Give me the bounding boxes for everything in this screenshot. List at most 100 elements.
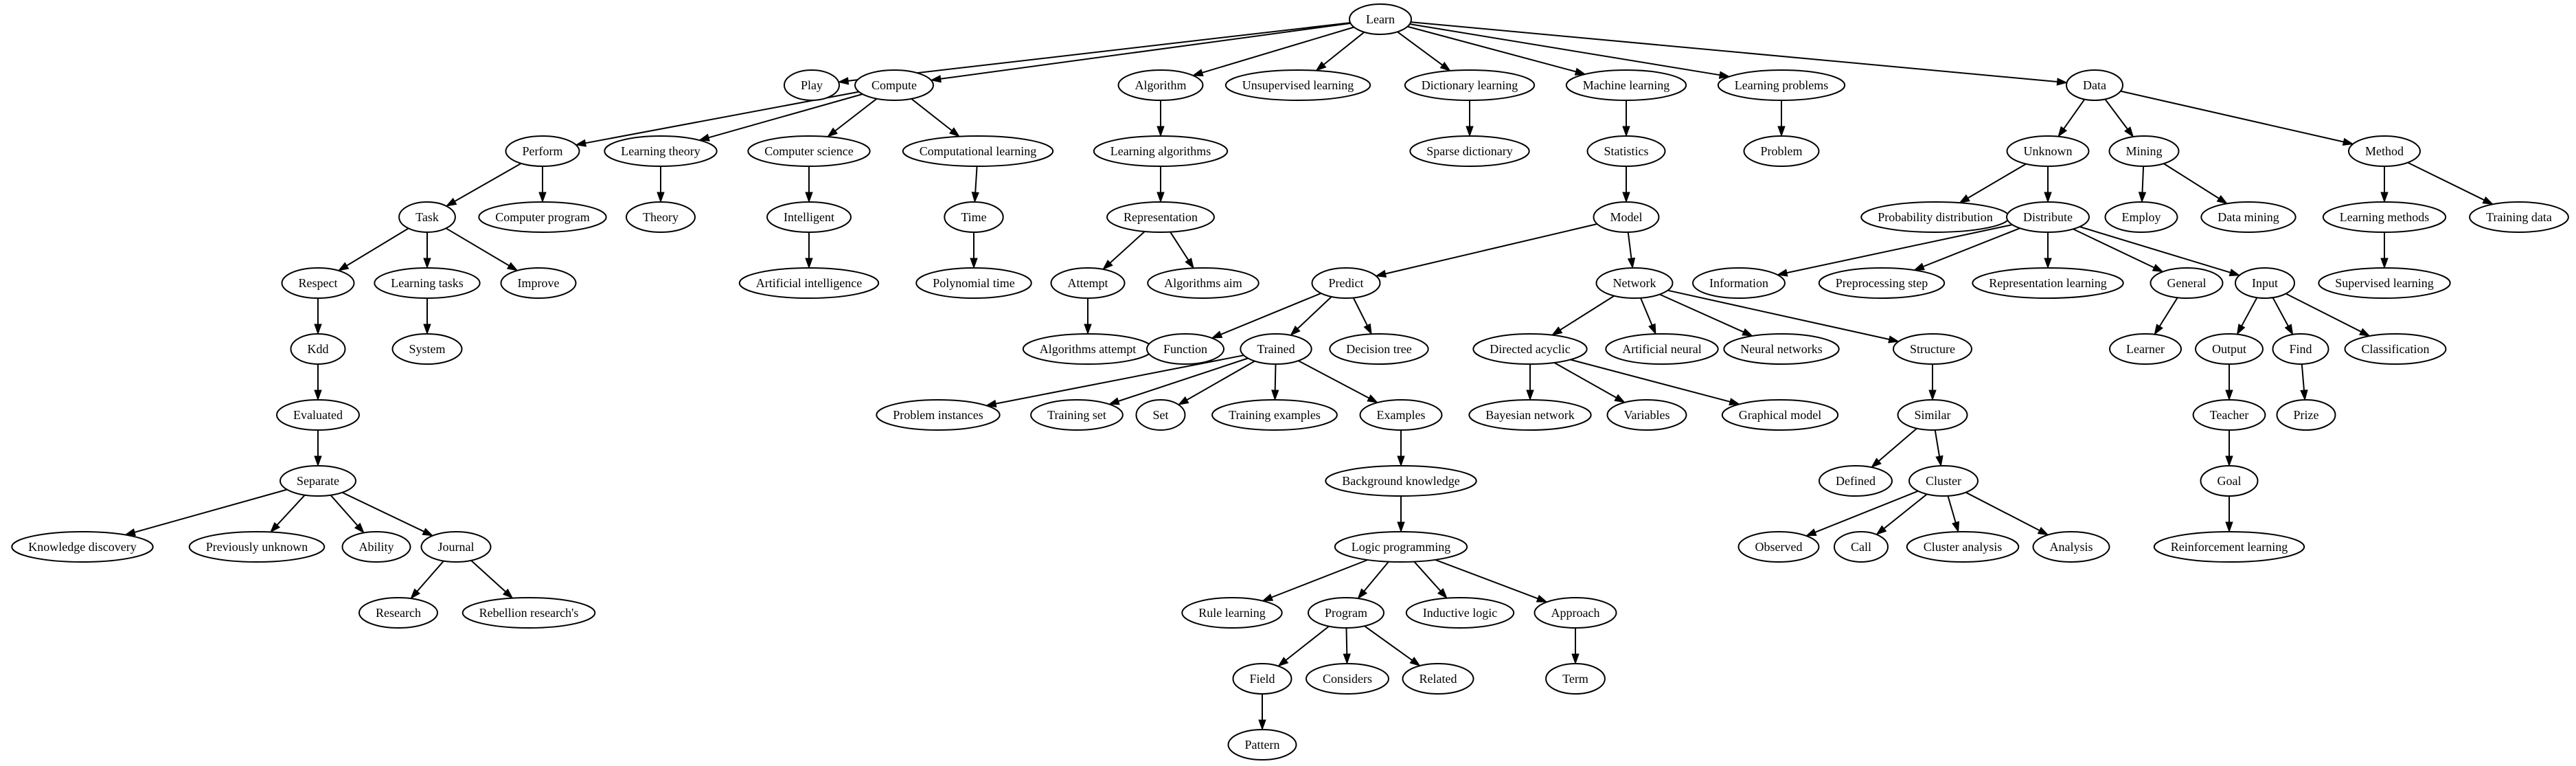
edge-line xyxy=(445,227,510,267)
arrowhead-icon xyxy=(269,521,281,533)
node-ellipse xyxy=(1224,69,1371,101)
node-ellipse xyxy=(2108,135,2180,167)
node-label: Algorithms attempt xyxy=(1040,342,1136,356)
node-label: Representation learning xyxy=(1989,276,2106,290)
arrowhead-icon xyxy=(2342,137,2354,146)
arrowhead-icon xyxy=(1627,257,1636,269)
node-label: Method xyxy=(2365,144,2404,158)
arrowhead-icon xyxy=(1271,390,1279,401)
edge-task-to-learning_tasks xyxy=(423,232,431,269)
node-ellipse xyxy=(478,201,607,233)
edge-journal-to-research xyxy=(410,560,444,600)
node-label: Bayesian network xyxy=(1485,408,1574,422)
node-ellipse xyxy=(280,465,356,497)
edge-line xyxy=(2120,90,2344,143)
arrowhead-icon xyxy=(1290,325,1301,337)
edge-line xyxy=(2158,297,2178,327)
arrowhead-icon xyxy=(2380,192,2389,203)
node-label: Data mining xyxy=(2218,210,2279,224)
arrowhead-icon xyxy=(2058,126,2068,137)
edge-line xyxy=(1934,429,1940,457)
edge-network-to-neural_networks xyxy=(1659,293,1754,337)
arrowhead-icon xyxy=(1876,525,1887,535)
node-ellipse xyxy=(1593,201,1660,233)
node-ellipse xyxy=(1717,69,1846,101)
node-label: Trained xyxy=(1257,342,1295,356)
edge-line xyxy=(1435,559,1538,600)
node-computer-science: Computer science xyxy=(747,135,871,167)
node-label: Defined xyxy=(1836,474,1876,488)
edge-line xyxy=(1883,493,1928,530)
node-computational-learning: Computational learning xyxy=(902,135,1054,167)
node-label: Related xyxy=(1420,672,1457,686)
edge-predict-to-trained xyxy=(1290,296,1332,337)
node-related: Related xyxy=(1402,663,1474,695)
node-learning-algorithms: Learning algorithms xyxy=(1093,135,1229,167)
edge-predict-to-decision_tree xyxy=(1352,297,1372,335)
node-ellipse xyxy=(915,267,1032,299)
arrowhead-icon xyxy=(657,192,665,203)
edge-cluster-to-cluster_analysis xyxy=(1947,495,1960,533)
node-ellipse xyxy=(1050,267,1126,299)
node-ellipse xyxy=(1972,267,2124,299)
node-ellipse xyxy=(876,399,1001,431)
edge-similar-to-cluster xyxy=(1934,429,1944,467)
edge-line xyxy=(1878,427,1917,462)
edge-line xyxy=(1640,297,1653,326)
edge-machine_learning-to-statistics xyxy=(1622,100,1630,137)
edge-line xyxy=(341,491,424,532)
arrowhead-icon xyxy=(1526,390,1534,401)
edge-line xyxy=(1411,21,2058,82)
arrowhead-icon xyxy=(1935,455,1944,467)
node-label: Approach xyxy=(1551,606,1600,620)
edge-line xyxy=(134,488,288,533)
edge-separate-to-knowledge_discovery xyxy=(124,488,288,537)
edge-distribute-to-representation_learning xyxy=(2044,232,2052,269)
node-label: Cluster analysis xyxy=(1924,540,2003,554)
edge-similar-to-defined xyxy=(1870,427,1917,469)
node-label: Information xyxy=(1709,276,1768,290)
node-label: Pattern xyxy=(1245,738,1280,752)
node-label: Learning problems xyxy=(1735,78,1828,92)
edge-background_knowledge-to-logic_programming xyxy=(1397,496,1405,533)
node-task: Task xyxy=(398,201,456,233)
node-representation: Representation xyxy=(1106,201,1215,233)
edge-line xyxy=(2104,98,2128,130)
arrowhead-icon xyxy=(805,258,813,269)
arrowhead-icon xyxy=(971,192,979,203)
edge-representation-to-attempt xyxy=(1102,231,1145,270)
node-ellipse xyxy=(1605,333,1719,365)
node-ellipse xyxy=(2318,267,2451,299)
node-label: Journal xyxy=(438,540,475,554)
edge-find-to-prize xyxy=(2300,363,2308,401)
arrowhead-icon xyxy=(314,455,322,467)
node-label: Network xyxy=(1613,276,1656,290)
node-ellipse xyxy=(1906,531,2020,563)
node-considers: Considers xyxy=(1306,663,1389,695)
arrowhead-icon xyxy=(1343,653,1351,665)
node-label: Program xyxy=(1325,606,1367,620)
node-label: Statistics xyxy=(1604,144,1648,158)
node-label: System xyxy=(409,342,445,356)
edges-layer xyxy=(124,21,2494,731)
node-label: Algorithms aim xyxy=(1164,276,1242,290)
edge-line xyxy=(1553,362,1617,398)
node-ellipse xyxy=(2006,201,2090,233)
node-label: Background knowledge xyxy=(1342,474,1459,488)
arrowhead-icon xyxy=(805,192,813,203)
node-ellipse xyxy=(2066,69,2123,101)
arrowhead-icon xyxy=(1102,260,1113,270)
node-bayesian-network: Bayesian network xyxy=(1468,399,1592,431)
node-rebellion-researchs: Rebellion research's xyxy=(461,597,596,629)
edge-learn-to-dictionary_learning xyxy=(1397,31,1451,71)
node-label: General xyxy=(2167,276,2207,290)
edge-line xyxy=(454,163,522,202)
arrowhead-icon xyxy=(985,399,997,408)
node-ellipse xyxy=(358,597,438,629)
node-distribute: Distribute xyxy=(2006,201,2090,233)
node-system: System xyxy=(391,333,463,365)
node-ellipse xyxy=(1818,267,1946,299)
arrowhead-icon xyxy=(1648,323,1656,335)
node-label: Similar xyxy=(1915,408,1951,422)
